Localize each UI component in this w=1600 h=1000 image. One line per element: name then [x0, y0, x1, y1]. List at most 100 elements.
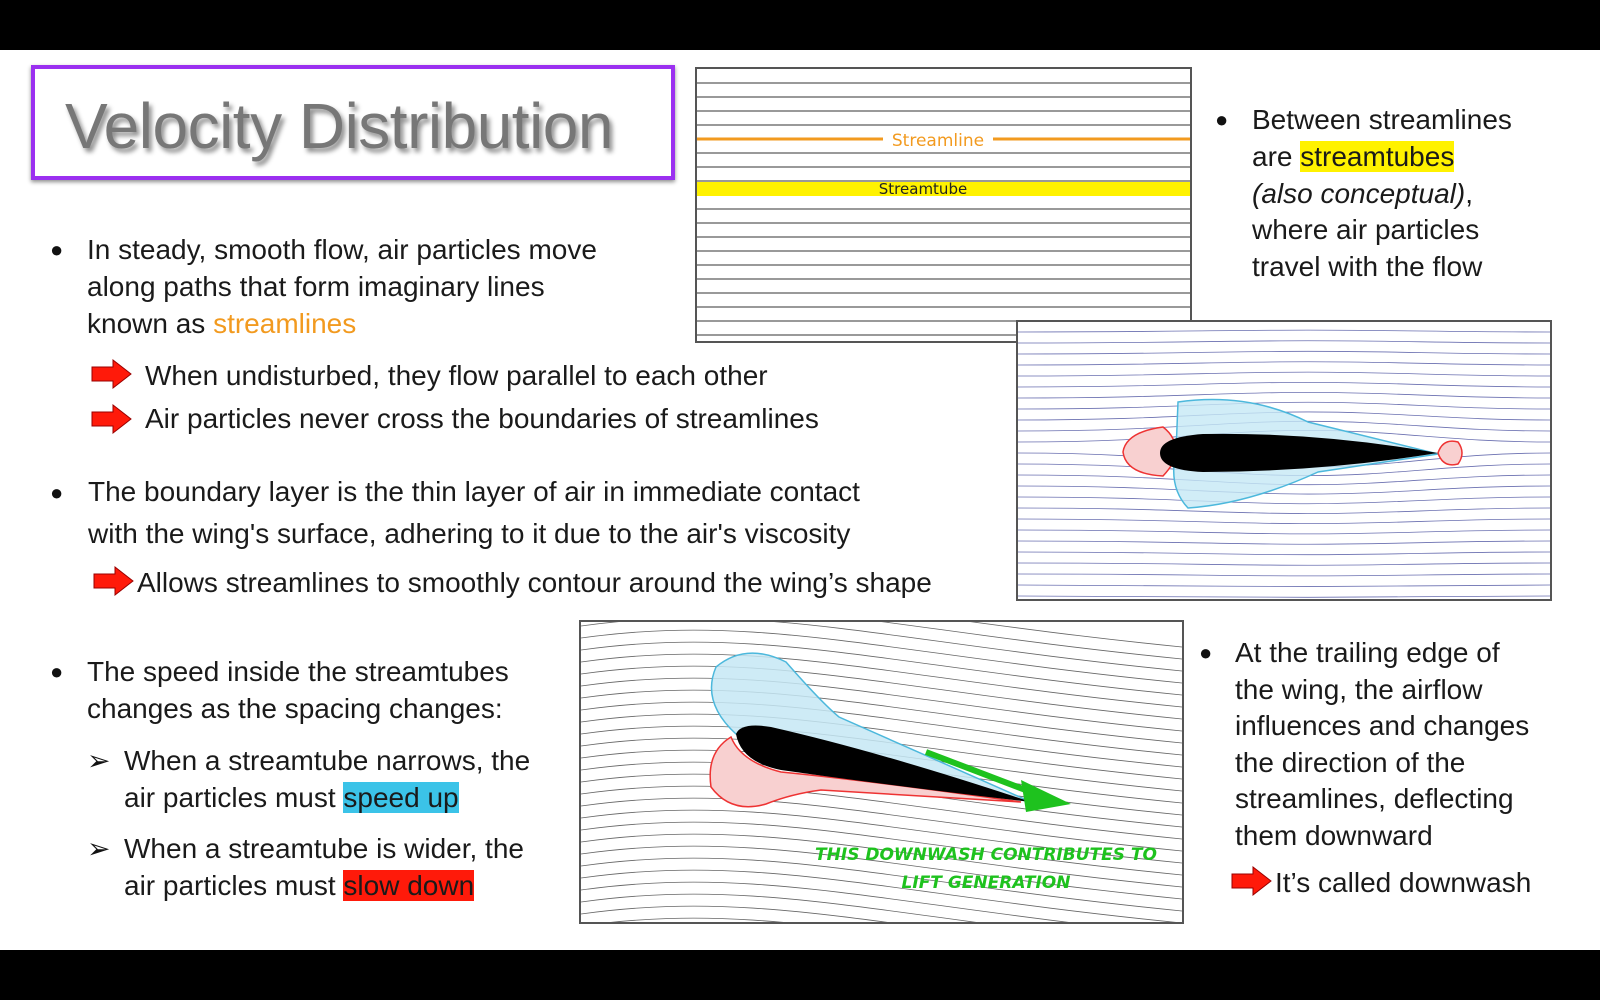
streamline-label: Streamline	[892, 131, 984, 151]
streamline	[581, 821, 1182, 876]
streamline	[581, 905, 888, 922]
streamline	[1018, 361, 1550, 366]
sub-1-line-2: air particles must speed up	[124, 779, 459, 816]
streamline	[581, 641, 1182, 696]
arrow-right-icon	[91, 358, 132, 390]
right-bullet-1-line-4: where air particles	[1252, 214, 1480, 245]
streamline	[1018, 507, 1550, 514]
bullet-icon: ●	[50, 659, 64, 684]
title-box: Velocity Distribution	[31, 65, 675, 180]
bullet-1-line-3: known as streamlines	[87, 305, 356, 342]
streamline	[581, 893, 977, 922]
slow-down-highlight: slow down	[343, 870, 475, 901]
streamline	[581, 845, 1182, 900]
bullet-icon: ●	[50, 480, 64, 505]
streamline-diagram: Streamline Streamtube	[695, 67, 1192, 343]
right-bullet-1-line-1: Between streamlines	[1252, 104, 1512, 135]
downwash-diagram: THIS DOWNWASH CONTRIBUTES TO LIFT GENERA…	[579, 620, 1184, 924]
streamline	[611, 917, 784, 922]
bullet-icon: ●	[1215, 107, 1229, 132]
arrow-1-text: When undisturbed, they flow parallel to …	[145, 360, 768, 391]
sub-2-line-2: air particles must slow down	[124, 867, 475, 904]
streamtube-band	[697, 182, 1190, 196]
streamline	[581, 785, 1182, 840]
streamline	[581, 869, 1177, 922]
page-title: Velocity Distribution	[65, 90, 613, 162]
downwash-text: It’s called downwash	[1275, 867, 1532, 898]
right-bullet-2-line-6: them downward	[1235, 820, 1433, 851]
streamline	[1018, 381, 1550, 388]
streamline	[581, 797, 1182, 852]
bullet-2-line-2: with the wing's surface, adhering to it …	[88, 518, 851, 549]
bullet-icon: ●	[50, 237, 64, 262]
arrow-right-icon	[91, 403, 132, 435]
sub-2-line-2-text: air particles must	[124, 870, 344, 901]
streamline	[1018, 401, 1550, 410]
streamline	[581, 653, 1182, 708]
right-bullet-2-line-4: the direction of the	[1235, 747, 1466, 778]
bullet-3-line-2: changes as the spacing changes:	[87, 693, 503, 724]
bullet-1-line-3-text: known as	[87, 308, 214, 339]
also-conceptual-text: (also conceptual)	[1252, 178, 1466, 209]
streamlines-highlight: streamlines	[213, 308, 357, 339]
downwash-arrow-shaft	[924, 749, 1038, 797]
streamline	[1018, 474, 1550, 486]
right-bullet-2-line-1: At the trailing edge of	[1235, 637, 1500, 668]
streamtube-label: Streamtube	[879, 180, 967, 198]
right-bullet-1-line-2: are streamtubes	[1252, 138, 1455, 175]
downwash-arrow-head	[1021, 780, 1071, 812]
streamline	[581, 622, 1182, 672]
streamline	[1018, 595, 1550, 598]
bullet-1-line-2: along paths that form imaginary lines	[87, 271, 545, 302]
streamline	[1018, 551, 1550, 556]
streamline	[581, 689, 1182, 744]
arrow-right-icon	[1231, 865, 1272, 897]
sub-bullet-icon: ➢	[87, 745, 111, 776]
slide: Velocity Distribution ● In steady, smoot…	[0, 50, 1600, 950]
streamline	[581, 629, 1182, 684]
streamline	[581, 677, 1182, 732]
right-bullet-1-line-5: travel with the flow	[1252, 251, 1483, 282]
streamline	[1018, 485, 1550, 495]
streamline	[1018, 392, 1550, 399]
streamline	[1018, 529, 1550, 535]
arrow-right-icon	[93, 565, 134, 597]
letterbox-top	[0, 0, 1600, 50]
streamline	[1018, 562, 1550, 566]
streamline	[1018, 340, 1550, 344]
downwash-caption-line-1: THIS DOWNWASH CONTRIBUTES TO	[815, 845, 1157, 865]
bullet-2-line-1: The boundary layer is the thin layer of …	[88, 476, 860, 507]
right-bullet-2-line-2: the wing, the airflow	[1235, 674, 1483, 705]
bullet-1-line-1: In steady, smooth flow, air particles mo…	[87, 234, 597, 265]
streamline	[581, 809, 1182, 864]
airfoil-shape	[736, 725, 1031, 802]
right-bullet-2-line-5: streamlines, deflecting	[1235, 783, 1514, 814]
streamline-diagram-svg: Streamline Streamtube	[697, 82, 1190, 336]
streamline	[1018, 350, 1550, 355]
streamline	[581, 665, 1182, 720]
streamline	[1018, 411, 1550, 421]
right-bullet-1-line-2-text: are	[1252, 141, 1301, 172]
letterbox-bottom	[0, 950, 1600, 1000]
streamline	[581, 881, 1069, 922]
sub-1-line-2-text: air particles must	[124, 782, 344, 813]
right-bullet-1-line-3: (also conceptual),	[1252, 175, 1473, 212]
streamline	[1018, 329, 1550, 333]
stagnation-region-rear	[1437, 440, 1463, 466]
streamline	[581, 833, 1182, 888]
streamline	[581, 701, 1182, 756]
bullet-icon: ●	[1199, 640, 1213, 665]
airfoil-flow-diagram	[1016, 320, 1552, 601]
streamline	[1018, 540, 1550, 545]
streamline-label-bg	[883, 129, 993, 149]
arrow-2-text: Air particles never cross the boundaries…	[145, 403, 819, 434]
comma-text: ,	[1465, 178, 1474, 209]
streamline	[1018, 371, 1550, 377]
airfoil-flow-svg	[1018, 329, 1550, 598]
streamline	[1018, 496, 1550, 505]
streamtubes-highlight: streamtubes	[1300, 141, 1455, 172]
sub-1-line-1: When a streamtube narrows, the	[124, 745, 531, 776]
slow-streamtube-region	[709, 735, 1022, 808]
streamline	[1018, 518, 1550, 525]
downwash-caption-line-2: LIFT GENERATION	[902, 873, 1071, 893]
